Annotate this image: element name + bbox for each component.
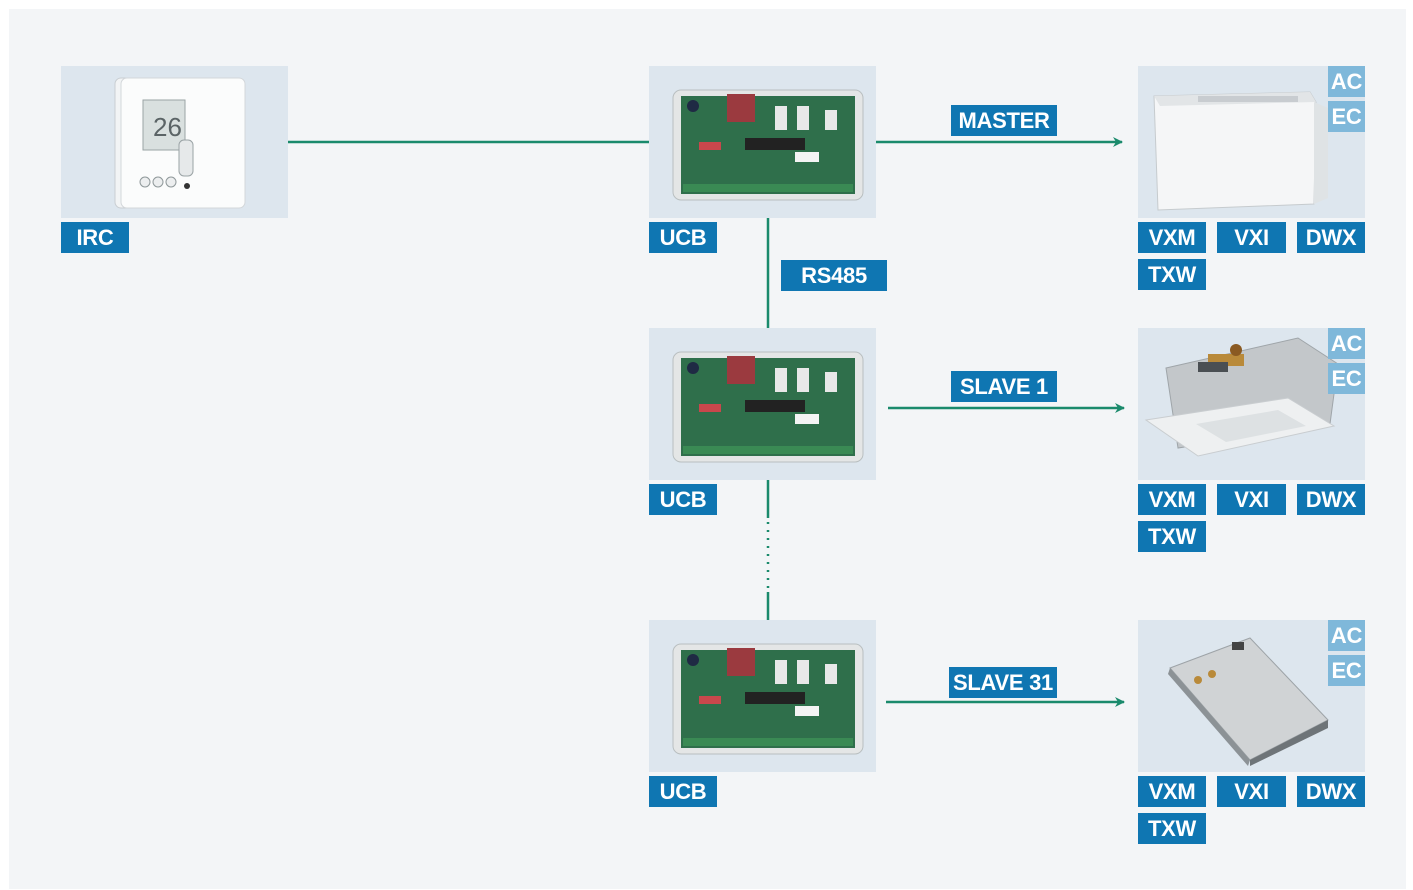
unit1-model-vxi: VXI	[1217, 222, 1286, 253]
master-label: MASTER	[951, 105, 1057, 136]
unit-tile-master	[1138, 66, 1365, 218]
ucb-label-slave31: UCB	[649, 776, 717, 807]
unit3-ac-badge: AC	[1328, 620, 1365, 651]
ducted-unit-icon	[1168, 637, 1329, 766]
unit2-model-vxi: VXI	[1217, 484, 1286, 515]
unit3-model-vxm: VXM	[1138, 776, 1206, 807]
slave31-label: SLAVE 31	[949, 667, 1057, 698]
rs485-label: RS485	[781, 260, 887, 291]
unit1-ac-badge: AC	[1328, 66, 1365, 97]
ucb-tile-slave1	[649, 328, 876, 480]
ucb-tile-slave31	[649, 620, 876, 772]
unit2-model-vxm: VXM	[1138, 484, 1206, 515]
slave1-label: SLAVE 1	[951, 371, 1057, 402]
unit2-model-dwx: DWX	[1297, 484, 1365, 515]
irc-label: IRC	[61, 222, 129, 253]
unit1-model-dwx: DWX	[1297, 222, 1365, 253]
unit-tile-slave1	[1138, 328, 1365, 480]
thermostat-icon: 26	[114, 77, 246, 209]
svg-text:26: 26	[153, 112, 182, 142]
unit2-ec-badge: EC	[1328, 363, 1365, 394]
cassette-unit-icon	[1144, 337, 1339, 457]
ucb-label-slave1: UCB	[649, 484, 717, 515]
unit3-model-vxi: VXI	[1217, 776, 1286, 807]
unit-tile-slave31	[1138, 620, 1365, 772]
unit1-model-vxm: VXM	[1138, 222, 1206, 253]
unit2-ac-badge: AC	[1328, 328, 1365, 359]
unit1-ec-badge: EC	[1328, 101, 1365, 132]
irc-tile: 26	[61, 66, 288, 218]
unit3-model-txw: TXW	[1138, 813, 1206, 844]
ucb-tile-master	[649, 66, 876, 218]
circuit-board-icon	[672, 643, 864, 755]
ucb-label-master: UCB	[649, 222, 717, 253]
floor-fan-coil-icon	[1153, 91, 1328, 211]
circuit-board-icon	[672, 351, 864, 463]
unit3-model-dwx: DWX	[1297, 776, 1365, 807]
unit3-ec-badge: EC	[1328, 655, 1365, 686]
unit1-model-txw: TXW	[1138, 259, 1206, 290]
unit2-model-txw: TXW	[1138, 521, 1206, 552]
circuit-board-icon	[672, 89, 864, 201]
